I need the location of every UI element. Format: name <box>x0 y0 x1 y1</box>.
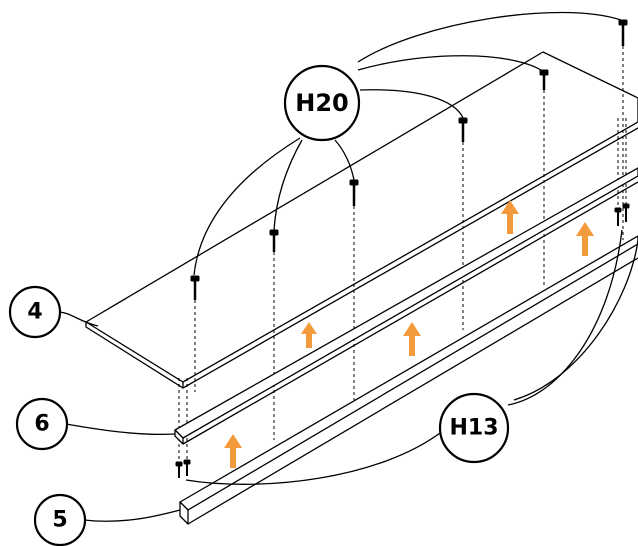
rail-6 <box>174 167 638 445</box>
callout-h13-label: H13 <box>449 416 498 441</box>
up-arrow-icon <box>576 222 594 256</box>
callout-part-5: 5 <box>33 493 87 546</box>
screw-icon <box>539 69 549 90</box>
up-arrow-icon <box>224 434 242 468</box>
callout-h20-label: H20 <box>295 89 348 117</box>
screw-icon <box>618 19 628 46</box>
screw-icon <box>458 117 468 142</box>
screw-icon <box>622 203 630 222</box>
screw-icon <box>183 459 191 476</box>
screw-icon <box>190 275 200 300</box>
screw-icon <box>614 207 622 226</box>
up-arrow-icon <box>403 322 421 356</box>
callout-h13: H13 <box>438 392 510 464</box>
screw-icon <box>175 461 183 478</box>
leader-lines <box>57 11 638 522</box>
screws <box>175 19 630 478</box>
up-arrow-icon <box>501 200 519 234</box>
arrows <box>224 200 594 468</box>
callout-part-4: 4 <box>8 285 62 339</box>
callout-part-4-label: 4 <box>27 300 42 325</box>
guide-lines <box>178 46 627 462</box>
callout-part-6: 6 <box>15 397 69 451</box>
rail-5 <box>179 235 638 525</box>
screw-icon <box>269 229 279 252</box>
panel-4 <box>85 51 638 389</box>
callout-h20: H20 <box>283 64 361 142</box>
up-arrow-icon <box>301 322 317 348</box>
callout-part-6-label: 6 <box>34 412 49 437</box>
callout-part-5-label: 5 <box>52 508 67 533</box>
